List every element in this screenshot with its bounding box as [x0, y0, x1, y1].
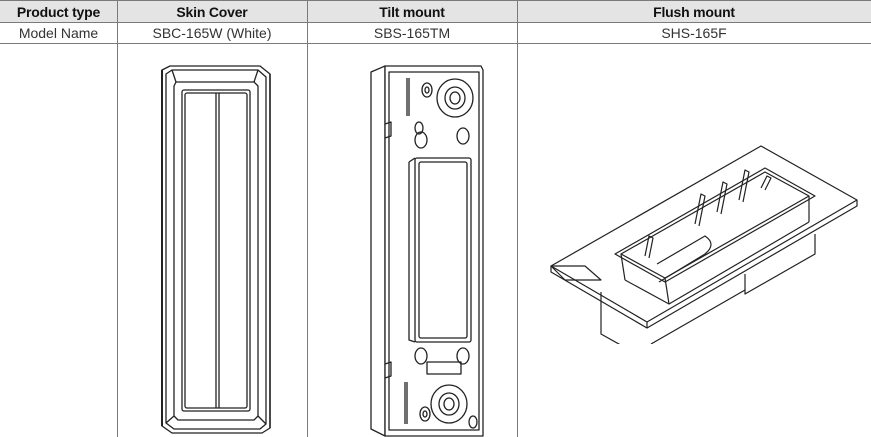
model-flush-mount: SHS-165F: [517, 23, 871, 44]
flush-mount-drawing: [545, 44, 865, 437]
tilt-mount-drawing: [345, 44, 495, 437]
header-skin-cover: Skin Cover: [117, 0, 307, 23]
column-divider: [517, 0, 518, 437]
column-divider: [307, 0, 308, 437]
model-tilt-mount: SBS-165TM: [307, 23, 517, 44]
header-tilt-mount: Tilt mount: [307, 0, 517, 23]
header-flush-mount: Flush mount: [517, 0, 871, 23]
column-divider: [117, 0, 118, 437]
skin-cover-drawing: [150, 44, 280, 437]
header-product-type: Product type: [0, 0, 117, 23]
row-label-model-name: Model Name: [0, 23, 117, 44]
model-skin-cover: SBC-165W (White): [117, 23, 307, 44]
